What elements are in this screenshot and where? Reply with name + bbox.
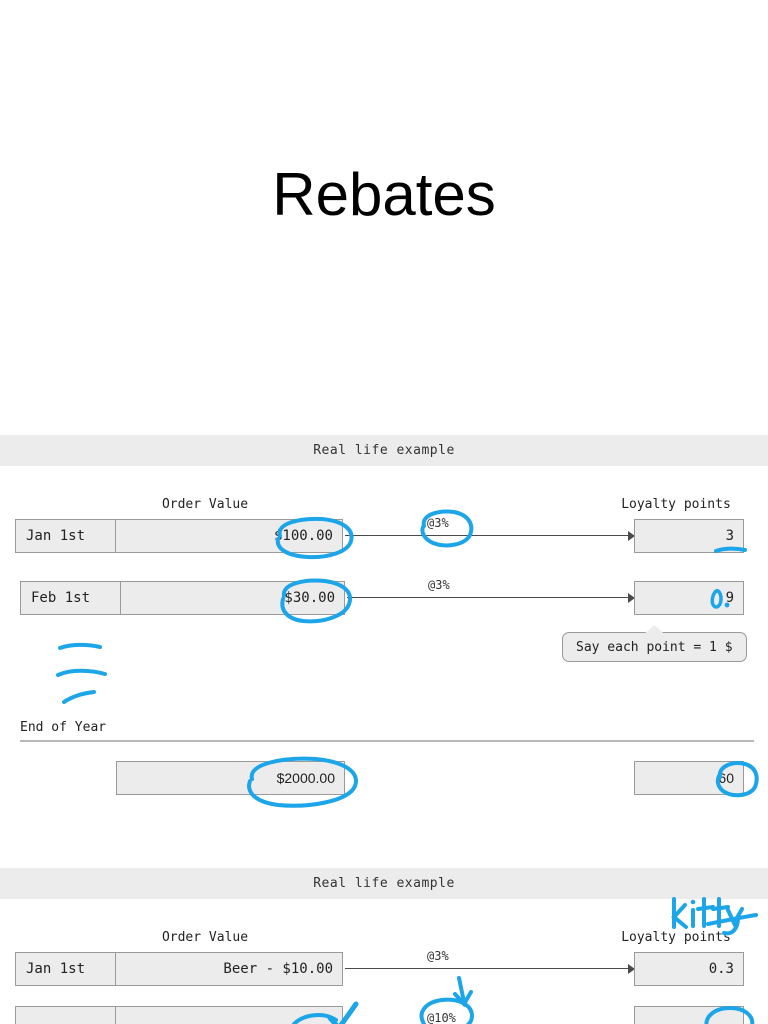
section2-row-1[interactable]: Jan 1st Beer - $10.00 (15, 952, 343, 986)
section2-loyalty-points-header: Loyalty points (621, 930, 731, 945)
end-of-year-order-total[interactable]: $2000.00 (116, 761, 345, 795)
section1-row-1[interactable]: Jan 1st $100.00 (15, 519, 343, 553)
row-date-cell: Feb 1st (20, 581, 120, 615)
row-points-cell[interactable]: 3 (634, 519, 744, 553)
section1-band-label: Real life example (313, 443, 455, 458)
end-of-year-order-total-box[interactable]: $2000.00 (116, 761, 345, 795)
ink-continuation-marks (55, 636, 125, 708)
end-of-year-points-total-box[interactable]: 60 (634, 761, 744, 795)
row-date-cell: Jan 1st (15, 952, 115, 986)
end-of-year-points-total[interactable]: 60 (634, 761, 744, 795)
section2-row1-rate-label: @3% (427, 949, 449, 963)
arrow-shaft (347, 597, 634, 598)
section2-order-value-header: Order Value (161, 930, 249, 945)
arrow-shaft (345, 968, 634, 969)
arrow-shaft (345, 535, 634, 536)
row-points-cell[interactable]: 9 (634, 581, 744, 615)
row-order-value-cell[interactable] (115, 1006, 343, 1024)
section2-row1-arrow (345, 964, 635, 974)
end-of-year-divider (20, 740, 754, 742)
section1-row-2[interactable]: Feb 1st $30.00 (20, 581, 345, 615)
section1-band: Real life example (0, 435, 768, 466)
arrow-head (628, 531, 635, 541)
section1-loyalty-points-header: Loyalty points (621, 497, 731, 512)
row-order-value-cell[interactable]: $30.00 (120, 581, 345, 615)
section2-row2-rate-label: @10% (427, 1011, 456, 1024)
section2-row2-points-box[interactable] (634, 1006, 744, 1024)
points-value-callout: Say each point = 1 $ (562, 625, 747, 662)
section2-band: Real life example (0, 868, 768, 899)
end-of-year-label: End of Year (20, 720, 107, 735)
row-points-cell[interactable]: 0.3 (634, 952, 744, 986)
arrow-head (628, 593, 635, 603)
row-order-value-cell[interactable]: $100.00 (115, 519, 343, 553)
page-title: Rebates (272, 161, 496, 228)
row-date-cell (15, 1006, 115, 1024)
callout-text: Say each point = 1 $ (576, 639, 733, 655)
section1-order-value-header: Order Value (161, 497, 249, 512)
section1-row1-points-box[interactable]: 3 (634, 519, 744, 553)
section2-row1-points-box[interactable]: 0.3 (634, 952, 744, 986)
section1-row2-rate-label: @3% (428, 578, 450, 592)
row-points-cell[interactable] (634, 1006, 744, 1024)
section1-row1-arrow (345, 531, 635, 541)
callout-notch (645, 625, 664, 633)
row-order-value-cell[interactable]: Beer - $10.00 (115, 952, 343, 986)
section1-row2-points-box[interactable]: 9 (634, 581, 744, 615)
section2-row-2[interactable] (15, 1006, 343, 1024)
section1-row2-arrow (347, 593, 635, 603)
section1-row1-rate-label: @3% (427, 516, 449, 530)
section2-band-label: Real life example (313, 876, 455, 891)
row-date-cell: Jan 1st (15, 519, 115, 553)
arrow-head (628, 964, 635, 974)
